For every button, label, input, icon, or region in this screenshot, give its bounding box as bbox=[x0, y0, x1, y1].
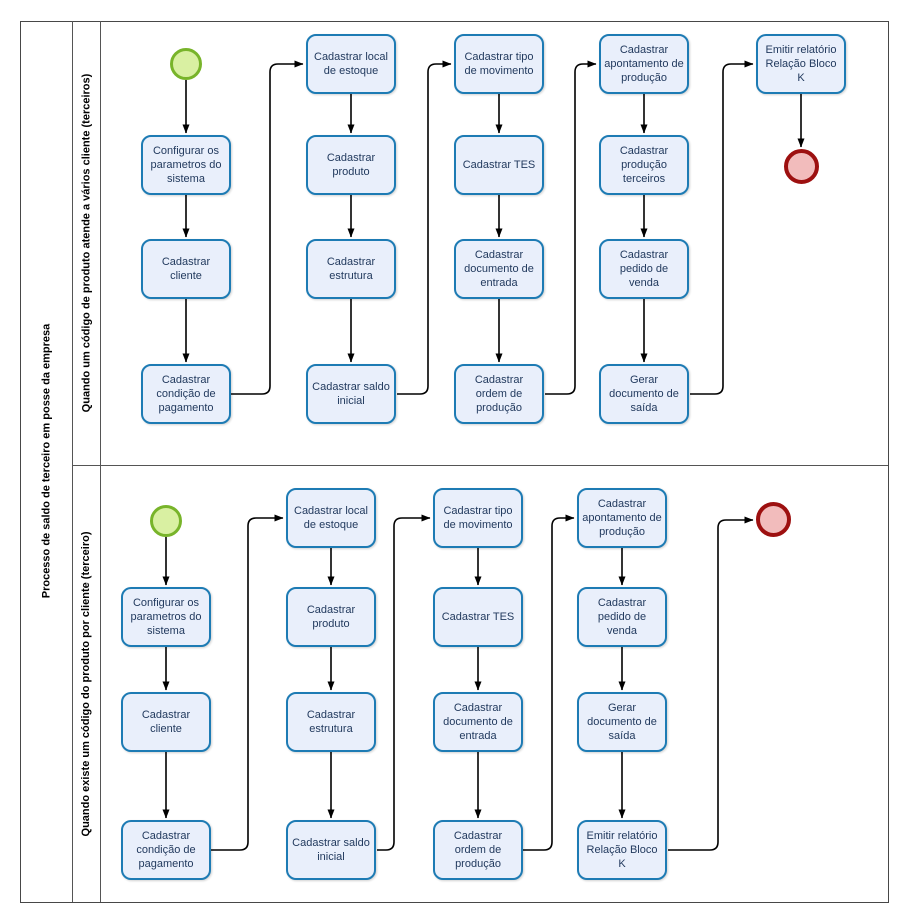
task-saldo-inicial-lane2[interactable]: Cadastrar saldo inicial bbox=[286, 820, 376, 880]
task-apontamento-producao-lane1[interactable]: Cadastrar apontamento de produção bbox=[599, 34, 689, 94]
task-documento-entrada-lane1[interactable]: Cadastrar documento de entrada bbox=[454, 239, 544, 299]
task-label: Cadastrar cliente bbox=[161, 255, 211, 282]
task-cadastrar-estrutura-lane1[interactable]: Cadastrar estrutura bbox=[306, 239, 396, 299]
task-label: Configurar os parametros do sistema bbox=[130, 596, 202, 638]
task-documento-entrada-lane2[interactable]: Cadastrar documento de entrada bbox=[433, 692, 523, 752]
task-label: Cadastrar saldo inicial bbox=[312, 380, 390, 407]
task-label: Cadastrar estrutura bbox=[306, 708, 356, 735]
task-cadastrar-estrutura-lane2[interactable]: Cadastrar estrutura bbox=[286, 692, 376, 752]
task-label: Cadastrar documento de entrada bbox=[464, 248, 534, 290]
task-label: Gerar documento de saída bbox=[587, 701, 657, 743]
task-cadastrar-cliente-lane1[interactable]: Cadastrar cliente bbox=[141, 239, 231, 299]
task-cadastrar-tes-lane1[interactable]: Cadastrar TES bbox=[454, 135, 544, 195]
lane-label-bottom: Quando existe um código do produto por c… bbox=[80, 531, 92, 837]
task-label: Cadastrar tipo de movimento bbox=[443, 504, 513, 531]
task-label: Cadastrar local de estoque bbox=[294, 504, 368, 531]
start-event-icon[interactable] bbox=[150, 505, 182, 537]
task-cadastrar-cliente-lane2[interactable]: Cadastrar cliente bbox=[121, 692, 211, 752]
task-label: Cadastrar apontamento de produção bbox=[604, 43, 684, 85]
task-gerar-documento-saida-lane1[interactable]: Gerar documento de saída bbox=[599, 364, 689, 424]
task-condicao-pagamento-lane1[interactable]: Cadastrar condição de pagamento bbox=[141, 364, 231, 424]
task-label: Emitir relatório Relação Bloco K bbox=[765, 43, 837, 85]
task-label: Cadastrar condição de pagamento bbox=[156, 373, 216, 415]
task-label: Cadastrar pedido de venda bbox=[597, 596, 647, 638]
task-label: Cadastrar apontamento de produção bbox=[582, 497, 662, 539]
task-label: Cadastrar cliente bbox=[141, 708, 191, 735]
task-gerar-documento-saida-lane2[interactable]: Gerar documento de saída bbox=[577, 692, 667, 752]
task-cadastrar-produto-lane2[interactable]: Cadastrar produto bbox=[286, 587, 376, 647]
task-configurar-parametros-lane2[interactable]: Configurar os parametros do sistema bbox=[121, 587, 211, 647]
lane-label-divider bbox=[100, 21, 101, 902]
task-label: Cadastrar produto bbox=[326, 151, 376, 178]
task-tipo-movimento-lane1[interactable]: Cadastrar tipo de movimento bbox=[454, 34, 544, 94]
task-pedido-venda-lane2[interactable]: Cadastrar pedido de venda bbox=[577, 587, 667, 647]
task-label: Cadastrar ordem de produção bbox=[453, 829, 503, 871]
task-label: Cadastrar condição de pagamento bbox=[136, 829, 196, 871]
task-pedido-venda-lane1[interactable]: Cadastrar pedido de venda bbox=[599, 239, 689, 299]
task-label: Cadastrar TES bbox=[441, 610, 515, 623]
task-emitir-relatorio-lane2[interactable]: Emitir relatório Relação Bloco K bbox=[577, 820, 667, 880]
task-ordem-producao-lane1[interactable]: Cadastrar ordem de produção bbox=[454, 364, 544, 424]
task-local-estoque-lane1[interactable]: Cadastrar local de estoque bbox=[306, 34, 396, 94]
task-local-estoque-lane2[interactable]: Cadastrar local de estoque bbox=[286, 488, 376, 548]
task-cadastrar-tes-lane2[interactable]: Cadastrar TES bbox=[433, 587, 523, 647]
task-ordem-producao-lane2[interactable]: Cadastrar ordem de produção bbox=[433, 820, 523, 880]
task-producao-terceiros-lane1[interactable]: Cadastrar produção terceiros bbox=[599, 135, 689, 195]
task-label: Gerar documento de saída bbox=[609, 373, 679, 415]
task-tipo-movimento-lane2[interactable]: Cadastrar tipo de movimento bbox=[433, 488, 523, 548]
task-label: Cadastrar TES bbox=[462, 158, 536, 171]
pool-title: Processo de saldo de terceiro em posse d… bbox=[40, 323, 53, 599]
task-label: Configurar os parametros do sistema bbox=[150, 144, 222, 186]
task-label: Emitir relatório Relação Bloco K bbox=[586, 829, 658, 871]
pool-title-divider bbox=[72, 21, 73, 902]
task-label: Cadastrar tipo de movimento bbox=[464, 50, 534, 77]
task-label: Cadastrar saldo inicial bbox=[292, 836, 370, 863]
task-emitir-relatorio-lane1[interactable]: Emitir relatório Relação Bloco K bbox=[756, 34, 846, 94]
end-event-icon[interactable] bbox=[756, 502, 791, 537]
start-event-icon[interactable] bbox=[170, 48, 202, 80]
task-condicao-pagamento-lane2[interactable]: Cadastrar condição de pagamento bbox=[121, 820, 211, 880]
task-label: Cadastrar documento de entrada bbox=[443, 701, 513, 743]
task-saldo-inicial-lane1[interactable]: Cadastrar saldo inicial bbox=[306, 364, 396, 424]
task-cadastrar-produto-lane1[interactable]: Cadastrar produto bbox=[306, 135, 396, 195]
task-apontamento-producao-lane2[interactable]: Cadastrar apontamento de produção bbox=[577, 488, 667, 548]
task-configurar-parametros-lane1[interactable]: Configurar os parametros do sistema bbox=[141, 135, 231, 195]
task-label: Cadastrar local de estoque bbox=[314, 50, 388, 77]
task-label: Cadastrar produto bbox=[306, 603, 356, 630]
task-label: Cadastrar ordem de produção bbox=[474, 373, 524, 415]
lane-divider bbox=[72, 465, 888, 466]
pool-border bbox=[20, 21, 889, 903]
end-event-icon[interactable] bbox=[784, 149, 819, 184]
lane-label-top: Quando um código de produto atende a vár… bbox=[80, 73, 93, 413]
task-label: Cadastrar estrutura bbox=[326, 255, 376, 282]
task-label: Cadastrar produção terceiros bbox=[619, 144, 669, 186]
task-label: Cadastrar pedido de venda bbox=[619, 248, 669, 290]
